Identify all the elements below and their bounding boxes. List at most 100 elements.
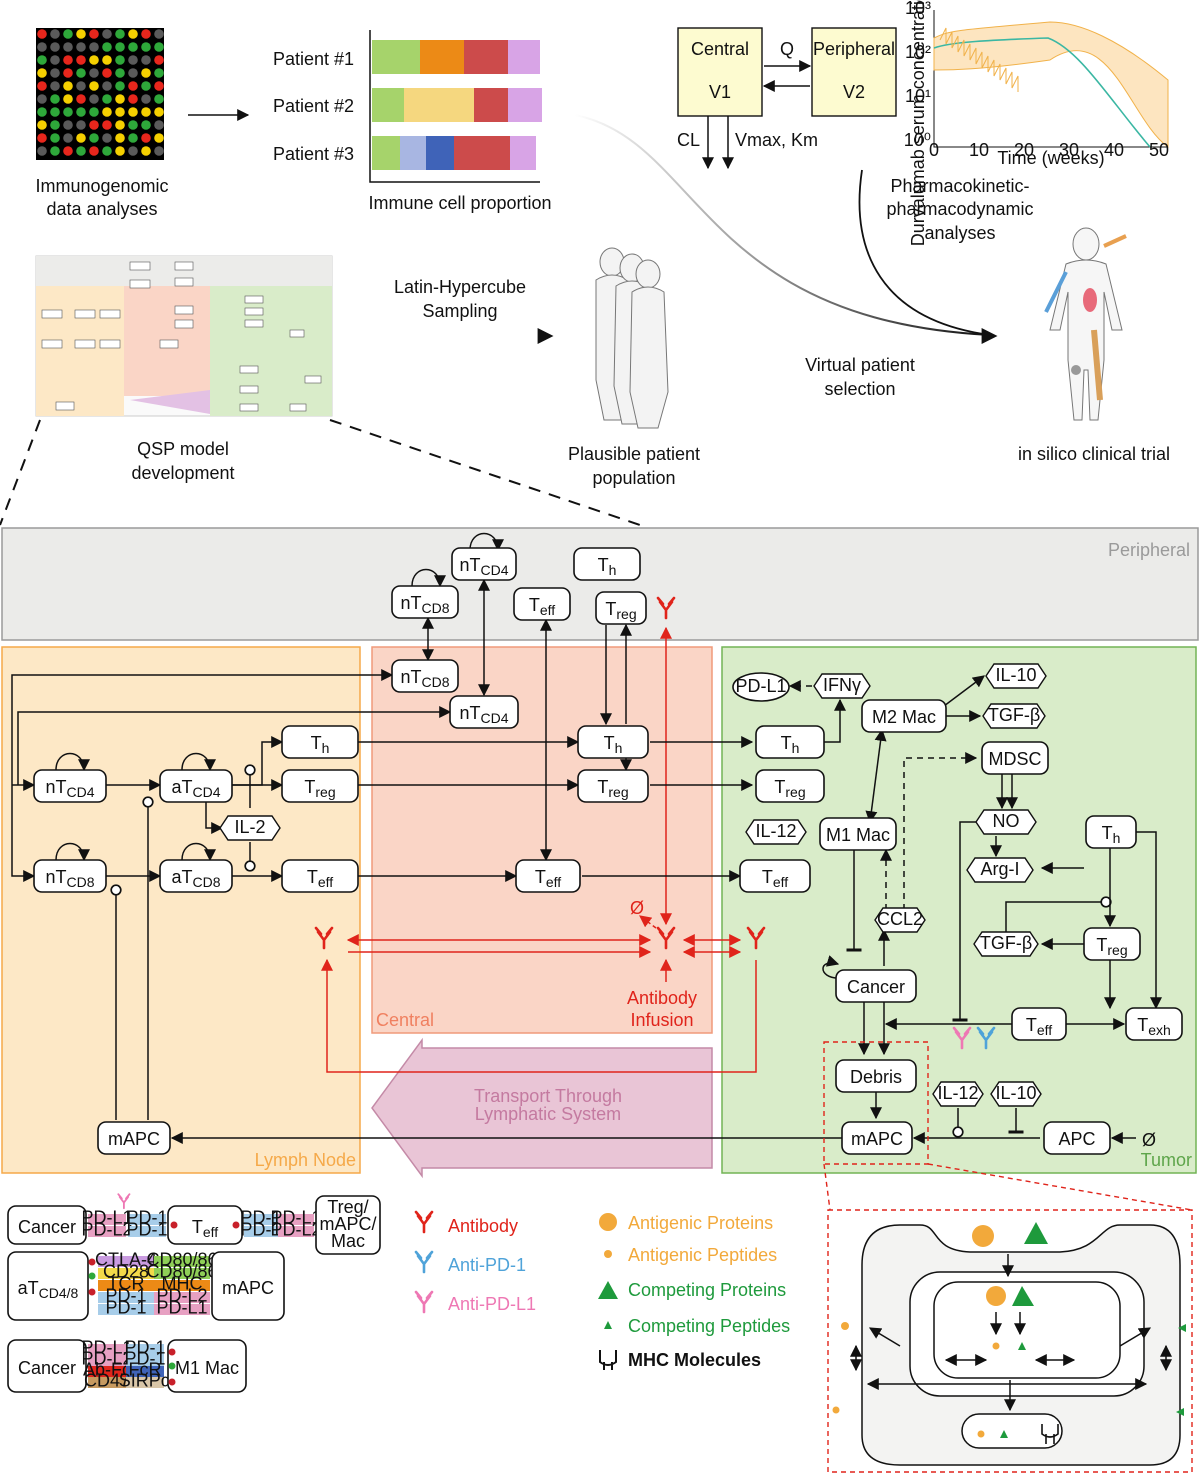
node-treg-peripheral: Treg — [595, 591, 647, 625]
plausible-label-2: population — [592, 468, 675, 488]
node-treg-tumor: Treg — [755, 769, 825, 803]
heatmap-cell — [37, 94, 47, 104]
signal-dot — [88, 1272, 96, 1280]
legend-antipdl1: Anti-PD-L1 — [448, 1294, 536, 1314]
syn-cancer-1: Cancer — [7, 1205, 87, 1245]
receptor-label: CD80/86 — [146, 1262, 217, 1282]
heatmap-cell — [63, 42, 73, 52]
heatmap-cell — [37, 146, 47, 156]
heatmap-cell — [141, 55, 151, 65]
svg-text:TGF-β: TGF-β — [988, 705, 1040, 725]
node-tgfb-treg: TGF-β — [973, 931, 1039, 957]
node-nt-cd8-peripheral: nTCD8 — [391, 585, 459, 619]
svg-text:PD-L1: PD-L1 — [735, 676, 786, 696]
transport-label-2: Lymphatic System — [475, 1104, 621, 1124]
heatmap-cell — [115, 42, 125, 52]
receptor-chip — [98, 1280, 154, 1291]
heatmap-cell — [115, 146, 125, 156]
lymphatic-transport-arrow — [371, 1037, 713, 1179]
anatomy-figure — [1044, 227, 1127, 421]
svg-text:Texh: Texh — [1137, 1015, 1171, 1038]
legend-antipd1: Anti-PD-1 — [448, 1255, 526, 1275]
receptor-chip — [98, 1304, 154, 1315]
node-th-central: Th — [577, 725, 649, 759]
receptor-chip — [128, 1226, 166, 1237]
heatmap-cell — [89, 94, 99, 104]
heatmap-cell — [37, 42, 47, 52]
receptor-label: PD-1 — [126, 1208, 167, 1228]
heatmap-cell — [63, 133, 73, 143]
signal-dot — [168, 1348, 176, 1356]
receptor-label: TCR — [108, 1274, 145, 1294]
heatmap-cell — [37, 120, 47, 130]
svg-text:Teff: Teff — [307, 867, 333, 890]
heatmap-cell — [141, 146, 151, 156]
heatmap-cell — [141, 133, 151, 143]
pk-vmax-label: Vmax, Km — [735, 130, 818, 150]
heatmap-cell — [115, 107, 125, 117]
svg-text:M1 Mac: M1 Mac — [175, 1358, 239, 1378]
node-pdl1-tumor: PD-L1 — [732, 672, 790, 702]
heatmap-cell — [102, 146, 112, 156]
signal-dot — [232, 1221, 240, 1229]
heatmap-cell — [128, 42, 138, 52]
antibody-legend — [414, 1210, 434, 1314]
heatmap-cell — [50, 42, 60, 52]
node-debris: Debris — [835, 1059, 917, 1093]
heatmap-cell — [50, 68, 60, 78]
node-teff-tumor: Teff — [739, 859, 811, 893]
receptor-label: PD-1 — [105, 1298, 146, 1318]
heatmap-cell — [89, 55, 99, 65]
receptor-chip — [88, 1344, 126, 1355]
heatmap-cell — [115, 120, 125, 130]
receptor-chip — [126, 1355, 164, 1366]
node-nt-cd4-lymph: nTCD4 — [33, 769, 107, 803]
svg-text:Th: Th — [604, 733, 623, 756]
heatmap-cell — [115, 133, 125, 143]
node-th-tumor: Th — [755, 725, 825, 759]
heatmap-cell — [154, 133, 164, 143]
heatmap-cell — [37, 68, 47, 78]
syn-at-cd48: aTCD4/8 — [7, 1251, 89, 1321]
node-teff-central: Teff — [515, 859, 581, 893]
proportion-segment — [474, 88, 508, 122]
node-teff-peripheral: Teff — [513, 587, 571, 621]
heatmap-cell — [141, 42, 151, 52]
node-il12-m1: IL-12 — [745, 819, 807, 845]
svg-text:Teff: Teff — [192, 1217, 218, 1240]
proportion-segment — [372, 40, 420, 74]
legend-ag-peptides: Antigenic Peptides — [628, 1245, 777, 1265]
patient-1-label: Patient #1 — [273, 49, 354, 69]
svg-text:Debris: Debris — [850, 1067, 902, 1087]
heatmap-cell — [76, 81, 86, 91]
heatmap-cell — [63, 120, 73, 130]
proportion-segment — [454, 136, 510, 170]
heatmap-cell — [102, 133, 112, 143]
heatmap-cell — [154, 107, 164, 117]
immuno-label-1: Immunogenomic — [35, 176, 168, 196]
heatmap-cell — [89, 42, 99, 52]
cell-flow-lines — [11, 578, 842, 1144]
svg-text:Th: Th — [311, 733, 330, 756]
heatmap-cell — [63, 94, 73, 104]
node-tgfb-m2: TGF-β — [982, 703, 1046, 729]
heatmap-cell — [154, 120, 164, 130]
legend-comp-peptides: Competing Peptides — [628, 1316, 790, 1336]
heatmap-cell — [89, 68, 99, 78]
receptor-chip — [126, 1344, 164, 1355]
heatmap-cell — [37, 81, 47, 91]
node-treg-lymph: Treg — [281, 769, 359, 803]
receptor-chip — [154, 1256, 210, 1267]
svg-text:APC: APC — [1058, 1129, 1095, 1149]
node-texh: Texh — [1125, 1007, 1183, 1041]
heatmap-cell — [115, 68, 125, 78]
legend-ag-proteins: Antigenic Proteins — [628, 1213, 773, 1233]
patient-3-label: Patient #3 — [273, 144, 354, 164]
node-at-cd4-lymph: aTCD4 — [159, 769, 233, 803]
heatmap-cell — [63, 68, 73, 78]
proportion-segment — [400, 136, 426, 170]
svg-text:M2 Mac: M2 Mac — [872, 707, 936, 727]
proportion-segment — [372, 88, 404, 122]
heatmap-cell — [141, 81, 151, 91]
svg-text:IL-10: IL-10 — [995, 665, 1036, 685]
